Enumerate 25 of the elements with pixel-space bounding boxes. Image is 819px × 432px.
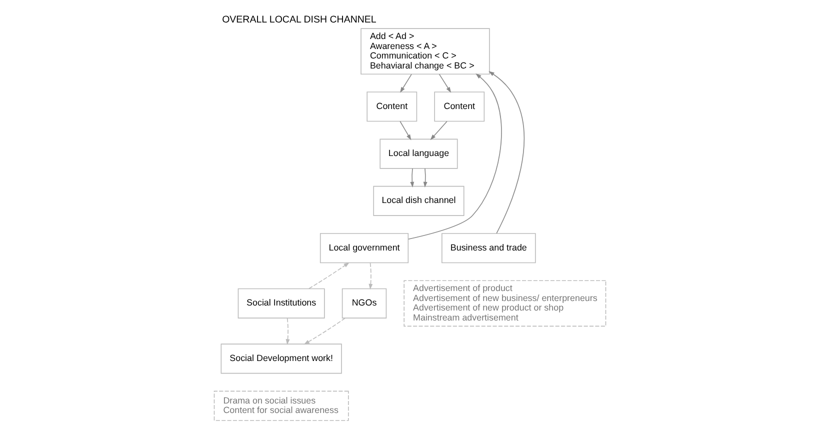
node-box: Local language: [379, 138, 458, 169]
arrow: [368, 262, 372, 290]
diagram-title: OVERALL LOCAL DISH CHANNEL: [222, 14, 376, 26]
node-box: Local dish channel: [372, 186, 464, 216]
arrow: [400, 74, 412, 93]
arrow: [438, 74, 451, 93]
node-box: Social Institutions: [237, 288, 324, 318]
node-box: Social Development work!: [220, 344, 342, 374]
arrow: [399, 120, 411, 140]
arrow: [430, 120, 447, 140]
arrow: [408, 73, 502, 240]
node-box: Content: [366, 92, 417, 122]
node-box: Content: [434, 92, 484, 122]
arrow: [308, 262, 349, 289]
node-box: Advertisement of product Advertisement of new business/ enterpreneurs Advertisement of new product or shop Mainstream advertisement: [403, 280, 606, 327]
arrow: [303, 318, 346, 345]
node-box: Add < Ad > Awareness < A > Communication < C > Behaviaral change < BC >: [360, 28, 490, 75]
node-box: Business and trade: [441, 233, 536, 264]
arrow: [422, 168, 427, 188]
arrow: [285, 318, 290, 345]
arrow: [410, 168, 414, 188]
arrow: [488, 71, 524, 234]
node-box: NGOs: [341, 288, 386, 318]
node-box: Drama on social issues Content for social awareness: [213, 390, 348, 421]
node-box: Local government: [319, 233, 408, 264]
